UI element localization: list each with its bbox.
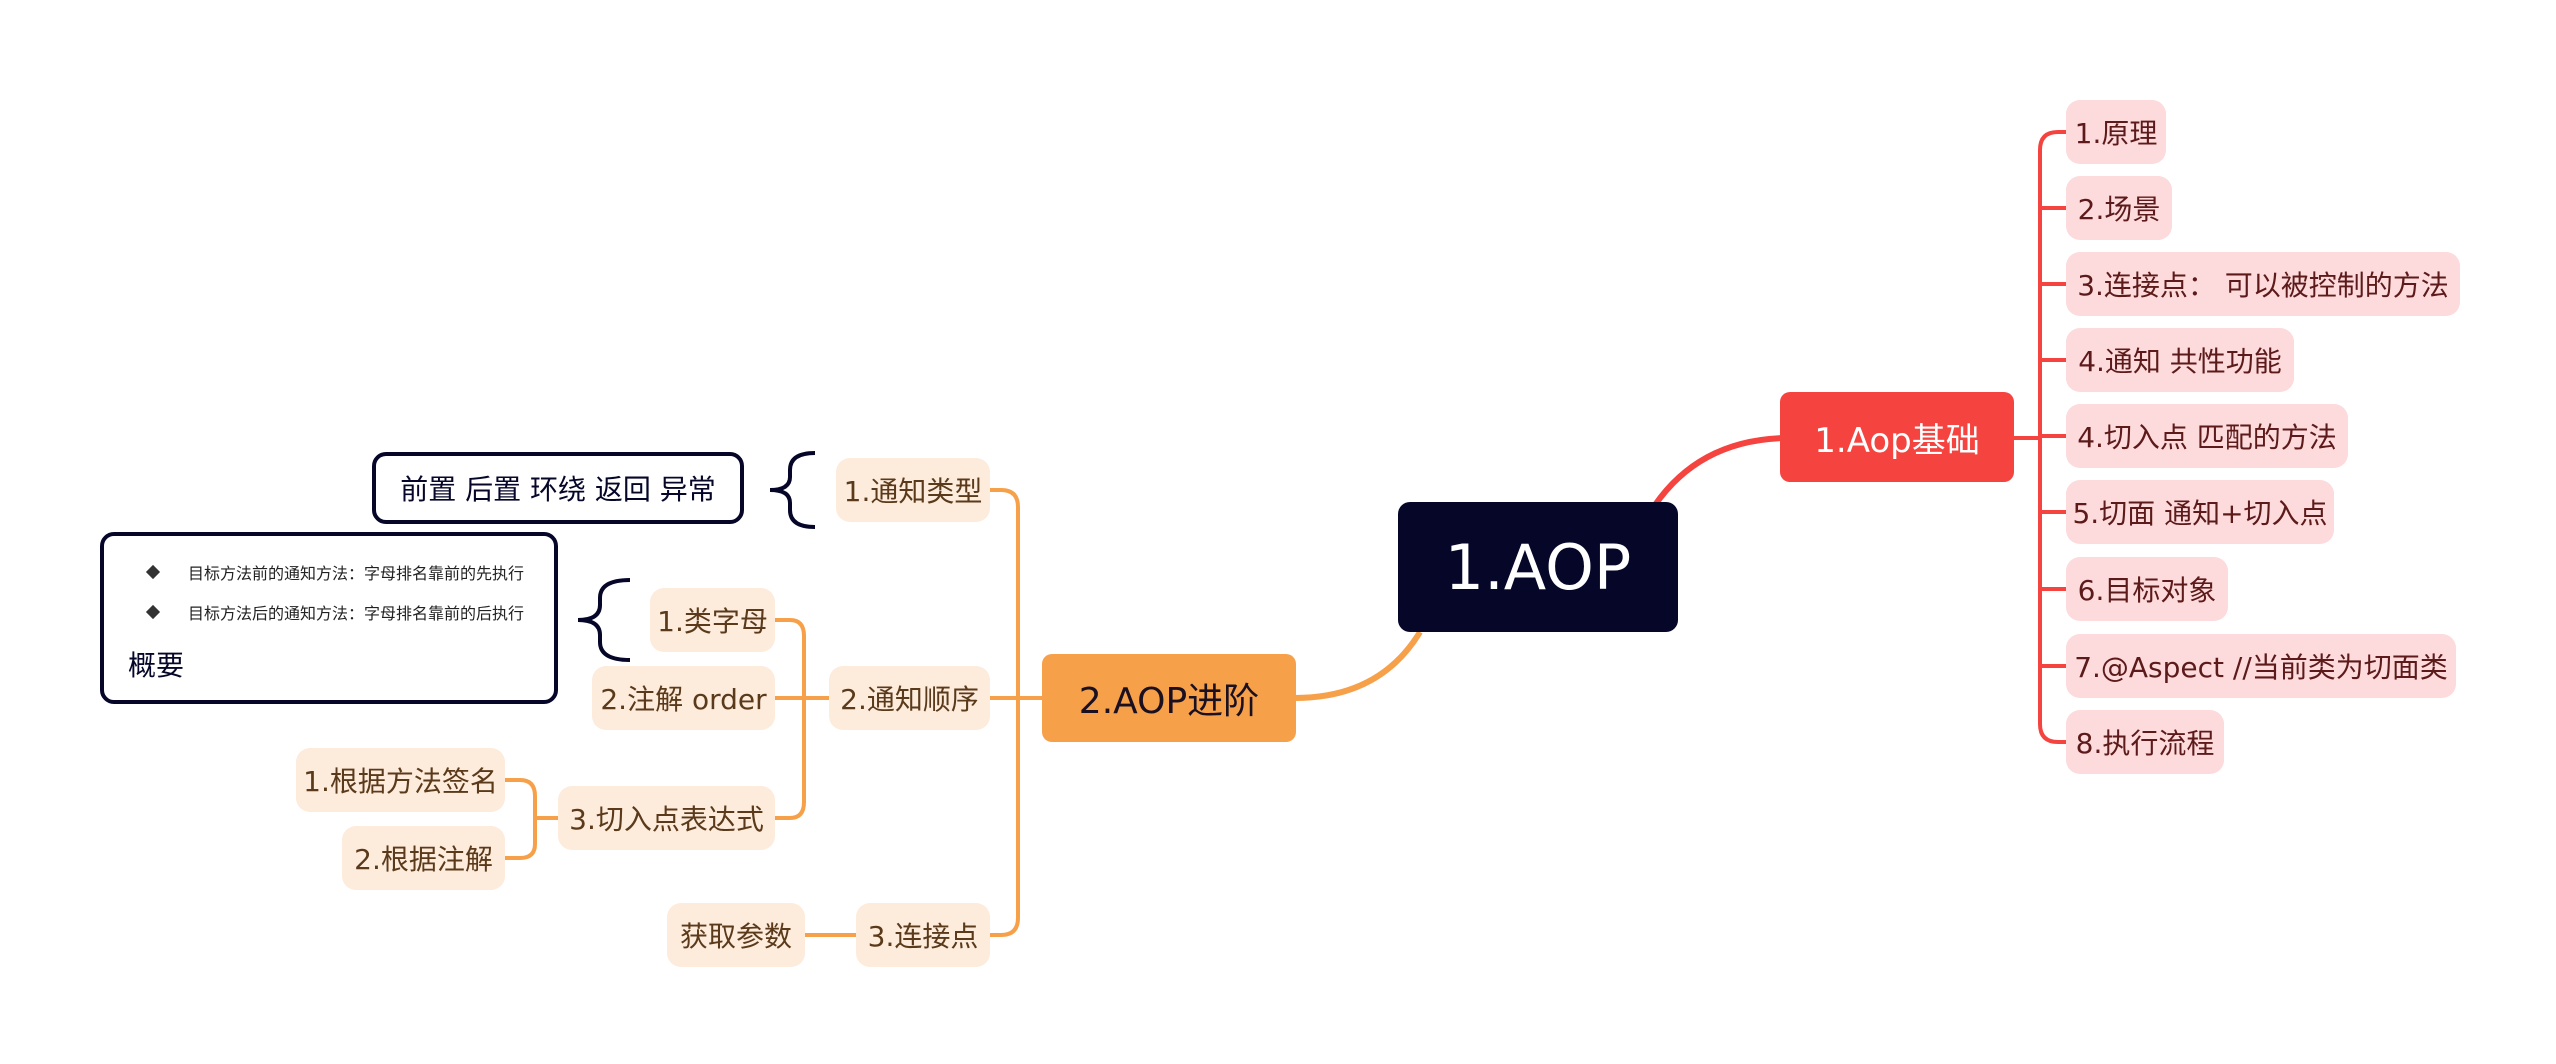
basics-item-label: 7.@Aspect //当前类为切面类 [2074,651,2448,684]
brace-notice-types [769,451,816,529]
basics-item-label: 1.原理 [2074,117,2158,150]
connector-root-advanced [1294,630,1423,701]
topic-aop-advanced-label: 2.AOP进阶 [1078,681,1260,722]
basics-item-advice[interactable]: 4.通知 共性功能 [2066,328,2294,392]
basics-item-join-point[interactable]: 3.连接点： 可以被控制的方法 [2066,252,2460,316]
advanced-branches [505,488,1042,937]
diamond-bullet-icon [145,604,161,620]
topic-join-point[interactable]: 3.连接点 [856,903,990,967]
topic-class-letter[interactable]: 1.类字母 [650,588,775,652]
topic-get-params[interactable]: 获取参数 [667,903,805,967]
topic-notice-types-label: 1.通知类型 [843,475,983,508]
summary-line: 目标方法前的通知方法：字母排名靠前的先执行 [128,552,530,592]
topic-pointcut-expression-label: 3.切入点表达式 [569,803,764,836]
brace-notice-order [577,578,631,662]
topic-annotation-order[interactable]: 2.注解 order [592,666,775,730]
topic-aop-advanced[interactable]: 2.AOP进阶 [1042,654,1296,742]
basics-item-label: 4.通知 共性功能 [2078,345,2282,378]
topic-notice-types[interactable]: 1.通知类型 [836,458,990,522]
topic-aop-basics-label: 1.Aop基础 [1814,420,1980,461]
topic-join-point-label: 3.连接点 [867,920,979,953]
basics-item-aspect[interactable]: 5.切面 通知+切入点 [2066,480,2334,544]
summary-line-text: 目标方法后的通知方法：字母排名靠前的后执行 [188,604,525,623]
basics-branches [2012,130,2068,744]
topic-pointcut-expression[interactable]: 3.切入点表达式 [558,786,775,850]
topic-notice-order-label: 2.通知顺序 [840,683,979,716]
basics-item-label: 6.目标对象 [2077,574,2217,607]
basics-item-label: 5.切面 通知+切入点 [2072,497,2328,530]
summary-line: 目标方法后的通知方法：字母排名靠前的后执行 [128,592,530,632]
basics-item-scenario[interactable]: 2.场景 [2066,176,2172,240]
summary-title: 概要 [128,649,185,682]
basics-item-label: 4.切入点 匹配的方法 [2077,421,2337,454]
notice-types-summary-text: 前置 后置 环绕 返回 异常 [400,473,716,506]
basics-item-label: 2.场景 [2077,193,2161,226]
topic-notice-order[interactable]: 2.通知顺序 [829,666,990,730]
topic-get-params-label: 获取参数 [679,920,792,953]
basics-item-label: 3.连接点： 可以被控制的方法 [2077,269,2449,302]
topic-by-method-signature-label: 1.根据方法签名 [303,765,498,798]
root-topic-label: 1.AOP [1444,530,1632,604]
topic-by-annotation[interactable]: 2.根据注解 [342,826,505,890]
basics-item-label: 8.执行流程 [2075,727,2215,760]
basics-item-aspect-annotation[interactable]: 7.@Aspect //当前类为切面类 [2066,634,2456,698]
root-topic[interactable]: 1.AOP [1398,502,1678,632]
topic-annotation-order-label: 2.注解 order [600,683,767,716]
summary-line-text: 目标方法前的通知方法：字母排名靠前的先执行 [188,564,525,583]
topic-by-annotation-label: 2.根据注解 [354,843,493,876]
notice-types-summary[interactable]: 前置 后置 环绕 返回 异常 [372,452,744,524]
topic-by-method-signature[interactable]: 1.根据方法签名 [296,748,505,812]
basics-item-target[interactable]: 6.目标对象 [2066,557,2228,621]
basics-item-principle[interactable]: 1.原理 [2066,100,2166,164]
basics-item-pointcut[interactable]: 4.切入点 匹配的方法 [2066,404,2348,468]
topic-aop-basics[interactable]: 1.Aop基础 [1780,392,2014,482]
notice-order-summary[interactable]: 目标方法前的通知方法：字母排名靠前的先执行 目标方法后的通知方法：字母排名靠前的… [100,532,558,704]
basics-item-execution-flow[interactable]: 8.执行流程 [2066,710,2224,774]
connector-root-basics [1652,435,1786,507]
diamond-bullet-icon [145,564,161,580]
topic-class-letter-label: 1.类字母 [657,605,768,638]
